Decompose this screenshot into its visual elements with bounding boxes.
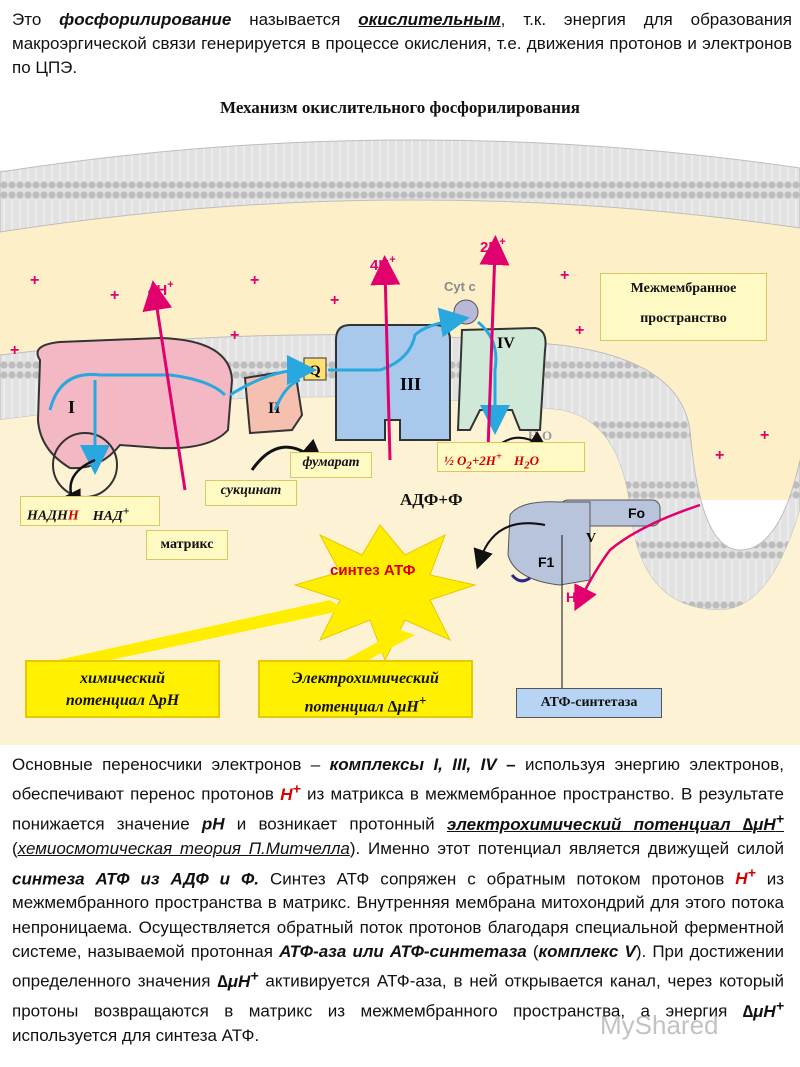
proton-arrow-IV: [479, 235, 510, 451]
electron-path-ii: [273, 378, 301, 411]
electrochemical-potential-line-2: потенциал ∆μН+: [304, 693, 427, 716]
matrix-label: матрикс: [160, 537, 214, 552]
electrochemical-potential-line-1: Электрохимический: [292, 670, 439, 687]
proton-arrow-I: [142, 280, 187, 491]
intermembrane-line-1: Межмембранное: [630, 281, 737, 296]
intermembrane-label-box: Межмембранное пространство: [600, 273, 767, 341]
fumarate-label: фумарат: [302, 455, 360, 470]
f1-subunit: [507, 501, 591, 586]
svg-text:+: +: [715, 447, 724, 464]
nadh-label: НАДНН: [27, 508, 79, 524]
intro-term-oxidative: окислительным: [358, 10, 501, 29]
electron-path-to-cytc: [328, 307, 470, 372]
positive-charges: + + + + + + + + + +: [10, 267, 769, 464]
chemical-potential-line-1: химический: [79, 670, 166, 687]
svg-text:+: +: [250, 272, 259, 289]
intro-paragraph: Это фосфорилирование называется окислите…: [12, 8, 792, 80]
watermark: MyShared: [600, 1010, 719, 1040]
outer-membrane: [0, 139, 800, 233]
water-formula: Н2О: [514, 453, 539, 472]
svg-text:+: +: [110, 287, 119, 304]
intro-text-1: Это: [12, 10, 60, 29]
f1-label: F1: [538, 554, 555, 570]
mechanism-diagram: I II Q III Cyt c IV H₂O 4H+ 4H+ 2H+: [0, 130, 800, 745]
proton-label-IV: 2H+: [480, 236, 506, 256]
cytochrome-c-shape: [453, 299, 479, 325]
intro-term-phosphorylation: фосфорилирование: [59, 10, 232, 29]
proton-arrow-III: [370, 255, 401, 461]
succinate-label: сукцинат: [220, 483, 282, 498]
electron-path-1: [48, 372, 227, 411]
svg-text:+: +: [560, 267, 569, 284]
svg-text:+: +: [760, 427, 769, 444]
complex-I-label: I: [68, 397, 75, 417]
intro-text-3: , т.к. энергия для образования макроэрги…: [12, 10, 792, 77]
intro-text-2: называется: [231, 10, 359, 29]
body-paragraph: Основные переносчики электронов – компле…: [12, 755, 785, 1046]
svg-text:+: +: [330, 292, 339, 309]
cytochrome-c-label: Cyt c: [444, 279, 476, 294]
adp-arrow: [473, 522, 546, 570]
proton-return-label: H+: [566, 586, 583, 605]
diagram-heading: Механизм окислительного фосфорилирования: [220, 98, 580, 117]
fo-label: Fo: [628, 505, 645, 521]
complex-IV-label: IV: [497, 335, 515, 352]
reaction-box: ½ О2+2Н+ Н2О: [437, 442, 585, 472]
atp-synthase-label: АТФ-синтетаза: [516, 688, 662, 718]
ubiquinone-label: Q: [309, 363, 321, 379]
complex-I-shape: [36, 336, 234, 470]
succinate-box: сукцинат: [205, 480, 297, 506]
fumarate-box: фумарат: [290, 452, 372, 478]
svg-text:+: +: [575, 322, 584, 339]
svg-text:+: +: [230, 327, 239, 344]
complex-V-label: V: [586, 531, 596, 546]
electron-path-to-q: [229, 355, 317, 397]
matrix-box: матрикс: [146, 530, 228, 560]
intermembrane-line-2: пространство: [640, 311, 727, 326]
proton-label-III: 4H+: [370, 254, 396, 274]
svg-text:+: +: [10, 342, 19, 359]
chemical-potential-box: химический потенциал ∆рН: [25, 660, 220, 718]
nad-label: НАД+: [92, 504, 130, 524]
rotation-arrow: [510, 574, 531, 583]
electrochemical-potential-box: Электрохимический потенциал ∆μН+: [258, 660, 473, 718]
beam-chemical: [35, 600, 345, 675]
proton-label-I: 4H+: [148, 279, 174, 299]
oxygen-formula: ½ О2+2Н+: [444, 451, 503, 472]
complex-III-label: III: [400, 374, 421, 394]
nadh-box: НАДНН НАД+: [20, 496, 160, 526]
svg-text:+: +: [30, 272, 39, 289]
diagram-svg: I II Q III Cyt c IV H₂O 4H+ 4H+ 2H+: [0, 139, 800, 745]
atp-synthesis-label: синтез АТФ: [330, 562, 416, 579]
proton-return-arrow: [574, 503, 701, 612]
electron-path-iv: [477, 320, 510, 435]
adp-label: АДФ+Ф: [400, 490, 463, 509]
chemical-potential-line-2: потенциал ∆рН: [65, 692, 180, 709]
